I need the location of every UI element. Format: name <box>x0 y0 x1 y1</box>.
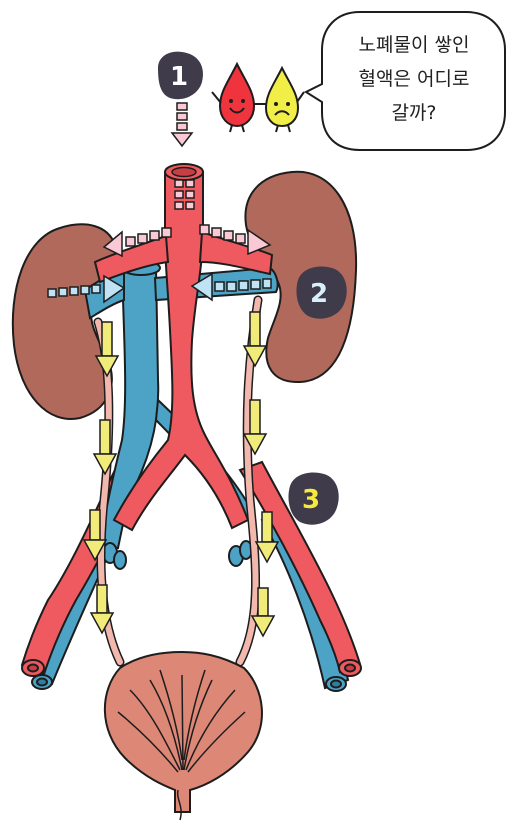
right-iliac-vein <box>262 508 348 688</box>
speech-bubble-text: 노폐물이 쌓인 혈액은 어디로 갈까? <box>334 28 494 130</box>
waste-drop-character <box>254 68 304 132</box>
bladder <box>105 652 262 812</box>
speech-bubble-line-2: 혈액은 어디로 <box>334 62 494 96</box>
speech-bubble-line-3: 갈까? <box>334 96 494 130</box>
step-2-number: 2 <box>296 274 342 314</box>
blood-drop-character <box>212 64 254 132</box>
speech-bubble-line-1: 노폐물이 쌓인 <box>334 28 494 62</box>
step-3-number: 3 <box>288 480 334 520</box>
step-1-number: 1 <box>156 58 202 96</box>
